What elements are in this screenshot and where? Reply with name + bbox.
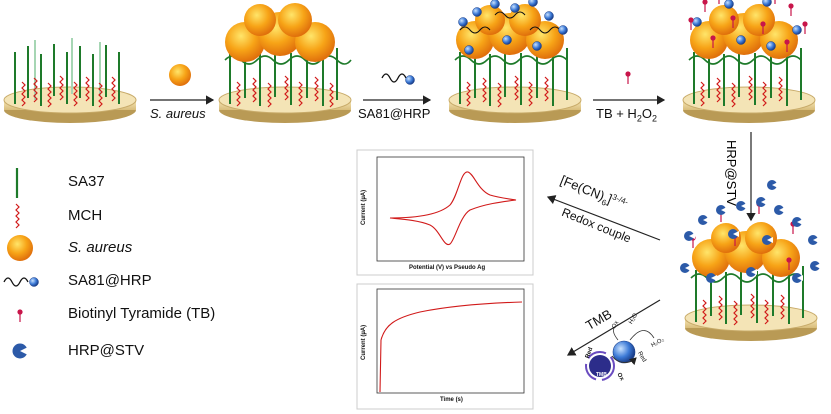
cv-x-label: Potential (V) vs Pseudo Ag (409, 265, 486, 271)
step-4-label: HRP@STV (724, 140, 739, 206)
electrode-step-2 (218, 3, 352, 124)
ca-curve (379, 301, 523, 393)
step-2-label: SA81@HRP (358, 106, 431, 121)
sa37-probes (14, 38, 120, 107)
cycle-tmb-label: TMB (596, 372, 607, 378)
legend-label-sa37: SA37 (68, 173, 105, 190)
ca-x-label: Time (s) (440, 397, 463, 403)
legend-label-biotinyl-tyramide: Biotinyl Tyramide (TB) (68, 305, 216, 322)
ca-y-label: Current (µA) (361, 324, 367, 360)
ca-plot-panel (356, 283, 534, 410)
electrode-step-4 (682, 0, 816, 124)
electrode-step-3 (448, 0, 582, 124)
sa81-hrp-reagent-icon (381, 73, 415, 85)
legend-label-hrp-stv: HRP@STV (68, 342, 145, 359)
electrode-step-5 (680, 197, 821, 342)
step-1-label: S. aureus (150, 106, 206, 121)
legend (3, 168, 39, 359)
legend-label-sa81-hrp: SA81@HRP (68, 272, 152, 289)
electrode-step-1 (3, 38, 137, 124)
mch-icon (15, 203, 20, 229)
cv-y-label: Current (µA) (361, 189, 367, 225)
legend-label-s-aureus: S. aureus (68, 239, 133, 256)
s-aureus-icon (7, 235, 33, 261)
redox-arrow (546, 195, 661, 241)
biotinyl-tyramide-icon (16, 308, 24, 323)
tmb-cycle (585, 325, 655, 381)
hrp-stv-reagent-icon (767, 180, 778, 190)
tb-reagent-icon (624, 70, 632, 85)
hrp-stv-icon (12, 343, 29, 359)
sa81-hrp-icon (3, 277, 39, 287)
cv-plot-panel (356, 149, 534, 276)
cv-curve (389, 171, 517, 246)
step-3-label: TB + H2O2 (596, 106, 657, 124)
s-aureus-reagent-icon (169, 64, 191, 86)
legend-label-mch: MCH (68, 207, 103, 224)
